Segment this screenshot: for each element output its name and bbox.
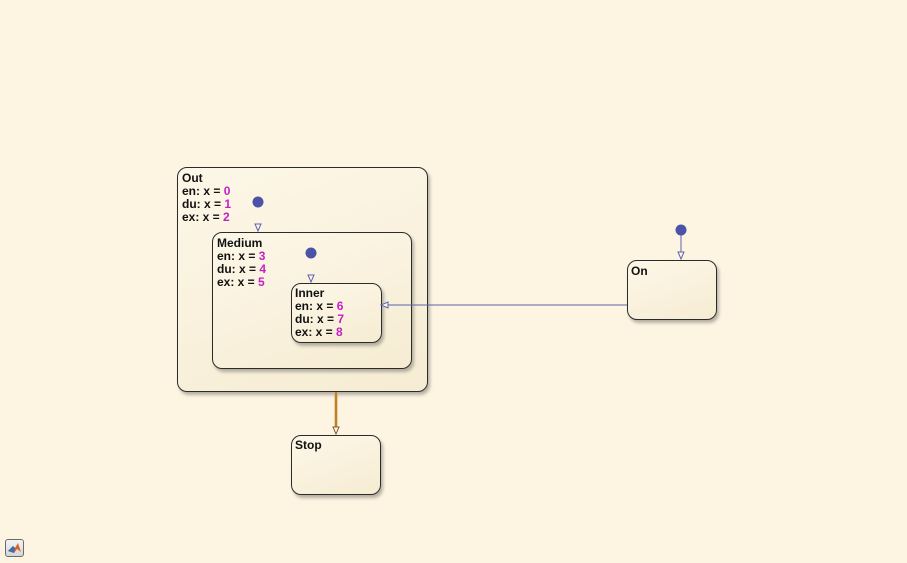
default-transition-dot-on[interactable] [675,224,687,236]
state-inner-during-action: du: x = 7 [295,312,345,326]
state-stop[interactable]: Stop [291,435,381,495]
state-medium-exit-action: ex: x = 5 [217,275,265,289]
state-stop-name: Stop [295,438,322,452]
state-out-name: Out [182,171,203,185]
matlab-logo-icon [8,543,21,553]
state-on-name: On [631,264,648,278]
state-out-during-action: du: x = 1 [182,197,232,211]
matlab-logo-button[interactable] [5,539,24,557]
arrowhead-on [677,251,685,261]
state-medium-during-action: du: x = 4 [217,262,267,276]
state-inner[interactable]: Inner en: x = 6 du: x = 7 ex: x = 8 [291,283,382,343]
state-inner-name: Inner [295,286,325,300]
state-medium-name: Medium [217,236,263,250]
state-inner-entry-action: en: x = 6 [295,299,344,313]
state-inner-exit-action: ex: x = 8 [295,325,343,339]
arrowhead-out-to-stop [332,426,340,436]
state-out-exit-action: ex: x = 2 [182,210,230,224]
state-medium-entry-action: en: x = 3 [217,249,266,263]
state-out-entry-action: en: x = 0 [182,184,231,198]
state-on[interactable]: On [627,260,717,320]
